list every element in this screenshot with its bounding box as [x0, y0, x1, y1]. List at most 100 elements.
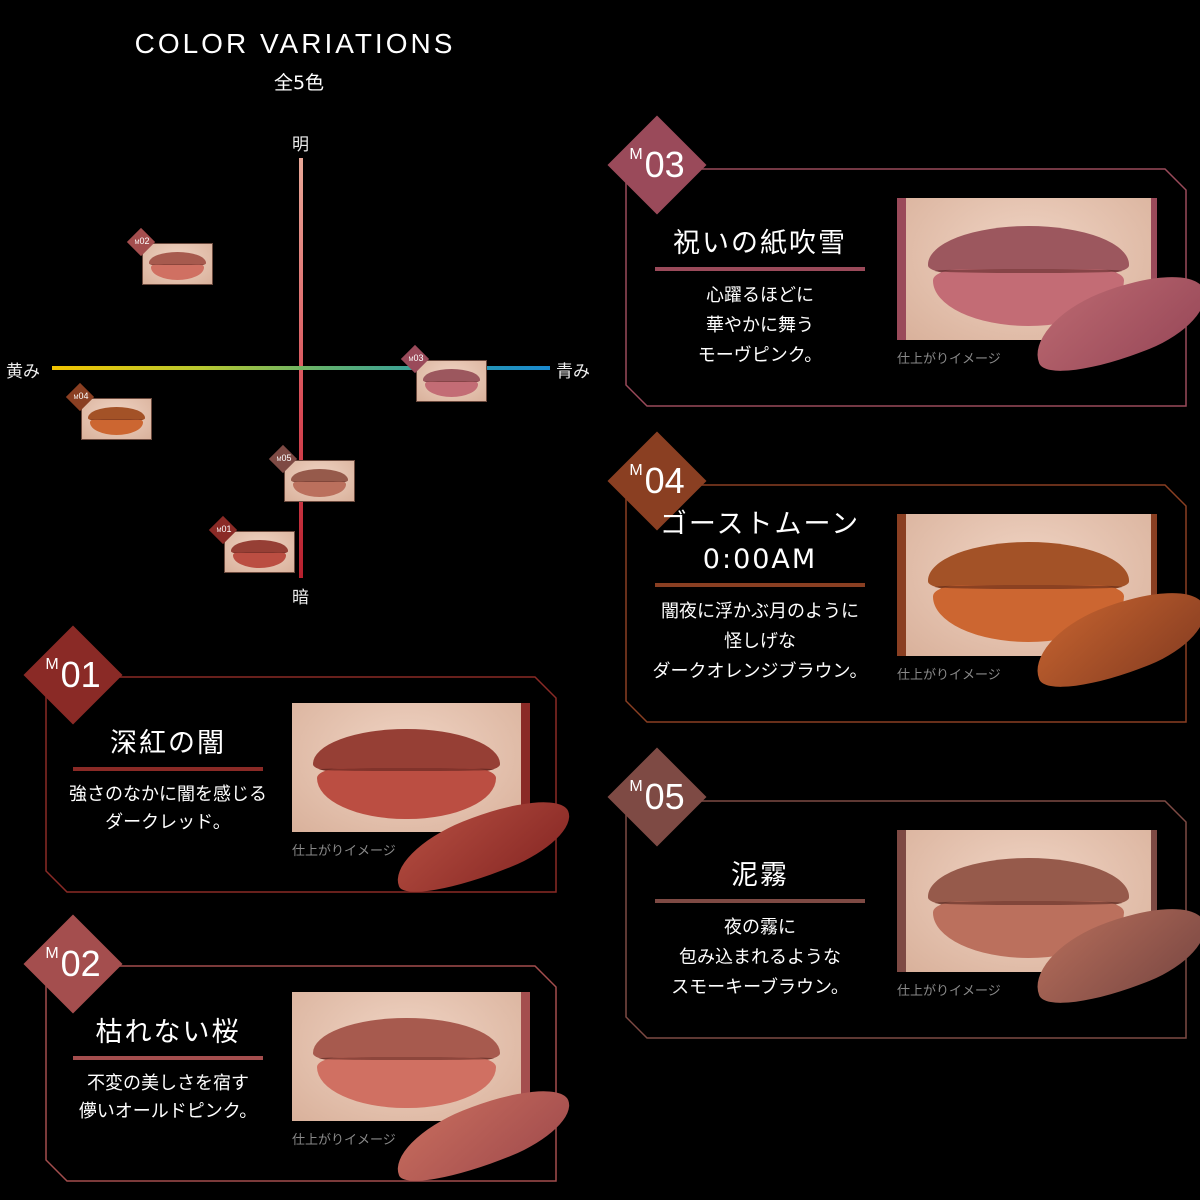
badge-prefix: M — [73, 395, 79, 401]
description-line: 包み込まれるような — [679, 947, 841, 968]
product-name-line: ゴーストムーン — [659, 508, 861, 540]
product-name-underline — [655, 583, 865, 587]
lip-image — [292, 703, 521, 832]
card-frame — [45, 676, 557, 893]
upper-lip — [149, 252, 206, 266]
finish-image-caption: 仕上がりイメージ — [292, 1133, 396, 1148]
lower-lip — [317, 1056, 496, 1109]
product-description: 夜の霧に包み込まれるようなスモーキーブラウン。 — [630, 913, 890, 1003]
badge-code: M01 — [28, 657, 118, 693]
product-name-line: 泥霧 — [731, 859, 789, 891]
description-line: スモーキーブラウン。 — [671, 977, 849, 998]
product-name-underline — [73, 1056, 263, 1060]
card-frame — [625, 484, 1187, 723]
thumb-photo — [417, 361, 486, 401]
badge-number: 04 — [78, 391, 89, 401]
thumb-photo — [285, 461, 354, 501]
lip-image — [417, 361, 486, 401]
page-subtitle: 全5色 — [273, 72, 325, 94]
lip-image — [292, 992, 521, 1121]
map-thumbnail-m03[interactable]: M03 — [400, 344, 487, 402]
card-frame — [625, 168, 1187, 407]
product-name-line: 枯れない桜 — [95, 1016, 241, 1048]
description-line: 怪しげな — [724, 631, 796, 652]
badge-number: 03 — [644, 144, 685, 185]
product-name-underline — [655, 899, 865, 903]
upper-lip — [88, 407, 145, 421]
lower-lip — [150, 264, 205, 280]
badge-code: M03 — [612, 147, 702, 183]
lip-line — [319, 767, 494, 772]
mini-badge-code: M05 — [271, 453, 297, 463]
product-description: 強さのなかに闇を感じるダークレッド。 — [38, 781, 298, 837]
badge-number: 03 — [413, 353, 424, 363]
lower-lip — [89, 419, 144, 435]
description-line: 不変の美しさを宿す — [87, 1073, 249, 1094]
finish-image-caption: 仕上がりイメージ — [292, 844, 396, 859]
product-name-line: 深紅の闇 — [110, 727, 226, 759]
mini-badge-code: M01 — [211, 524, 237, 534]
finish-image-caption: 仕上がりイメージ — [897, 668, 1001, 683]
map-thumbnail-m05[interactable]: M05 — [268, 444, 355, 502]
badge-prefix: M — [45, 656, 59, 673]
finish-image-caption: 仕上がりイメージ — [897, 352, 1001, 367]
lip-line — [935, 585, 1122, 590]
lip-line — [935, 269, 1122, 274]
map-thumbnail-m02[interactable]: M02 — [126, 227, 213, 285]
card-frame — [625, 800, 1187, 1039]
badge-prefix: M — [216, 528, 222, 534]
product-description: 闇夜に浮かぶ月のように怪しげなダークオレンジブラウン。 — [630, 597, 890, 687]
description-line: モーヴピンク。 — [697, 345, 823, 366]
axis-label-blue: 青み — [556, 362, 590, 382]
product-name: 枯れない桜 — [38, 1015, 298, 1050]
badge-number: 02 — [60, 943, 101, 984]
badge-prefix: M — [629, 462, 643, 479]
upper-lip — [928, 542, 1129, 591]
hue-axis — [52, 366, 550, 370]
upper-lip — [312, 1017, 501, 1062]
lip-line — [425, 381, 478, 383]
badge-number: 01 — [60, 654, 101, 695]
lip-photo — [292, 703, 530, 832]
product-name: 深紅の闇 — [38, 726, 298, 761]
product-name-underline — [655, 267, 865, 271]
product-name-line: 祝いの紙吹雪 — [673, 227, 847, 259]
lip-line — [293, 481, 346, 483]
axis-label-dark: 暗 — [292, 588, 309, 608]
map-thumbnail-m04[interactable]: M04 — [65, 382, 152, 440]
lower-lip — [292, 481, 347, 497]
lower-lip — [424, 381, 479, 397]
badge-prefix: M — [629, 778, 643, 795]
lip-line — [233, 552, 286, 554]
product-card-m05[interactable]: 仕上がりイメージ M05 泥霧夜の霧に包み込まれるようなスモーキーブラウン。 — [607, 747, 1200, 1039]
description-line: 闇夜に浮かぶ月のように — [661, 601, 859, 622]
badge-number: 05 — [281, 453, 292, 463]
finish-image-caption: 仕上がりイメージ — [897, 984, 1001, 999]
upper-lip — [928, 858, 1129, 907]
badge-code: M04 — [612, 463, 702, 499]
lower-lip — [232, 552, 287, 568]
description-line: 夜の霧に — [724, 917, 796, 938]
badge-prefix: M — [408, 357, 414, 363]
mini-badge-code: M03 — [403, 353, 429, 363]
product-card-m01[interactable]: 仕上がりイメージ M01 深紅の闇強さのなかに闇を感じるダークレッド。 — [23, 625, 580, 909]
description-line: 華やかに舞う — [706, 315, 814, 336]
product-name: 祝いの紙吹雪 — [630, 226, 890, 261]
map-thumbnail-m01[interactable]: M01 — [208, 515, 295, 573]
lip-line — [319, 1056, 494, 1061]
badge-code: M05 — [612, 779, 702, 815]
lip-image — [285, 461, 354, 501]
axis-label-bright: 明 — [292, 135, 309, 155]
axis-label-yellow: 黄み — [6, 362, 40, 382]
lip-image — [225, 532, 294, 572]
lower-lip — [317, 767, 496, 820]
badge-prefix: M — [276, 457, 282, 463]
product-description: 不変の美しさを宿す儚いオールドピンク。 — [38, 1070, 298, 1126]
lip-image — [82, 399, 151, 439]
badge-number: 02 — [139, 236, 150, 246]
description-line: 儚いオールドピンク。 — [78, 1101, 258, 1122]
